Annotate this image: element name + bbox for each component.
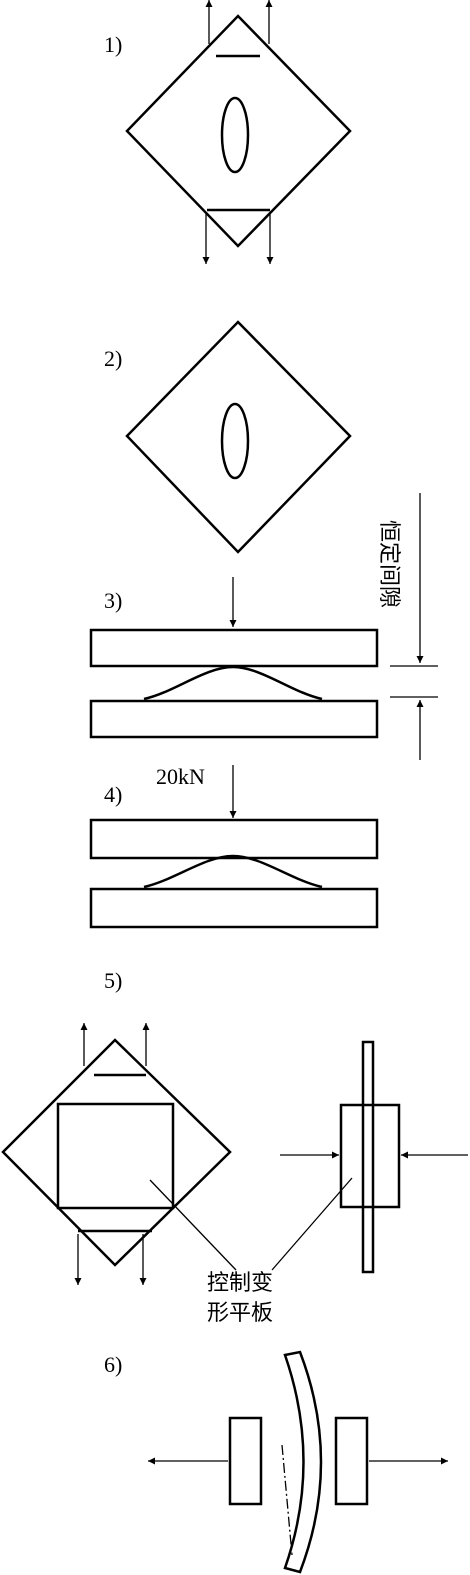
step-5-control-plate: [56, 1102, 175, 1210]
step-5: 5) 控制变 形平板: [1, 968, 468, 1326]
step-6-curved-plate: [283, 1350, 323, 1574]
step-5-leader-line-left: [149, 1179, 237, 1271]
step-6-label: 6): [104, 1352, 122, 1377]
control-plate-label-line-1: 控制变: [207, 1271, 273, 1296]
step-3-label: 3): [104, 588, 122, 613]
step-5-diamond-plate: [1, 1038, 232, 1267]
step-1-label: 1): [104, 32, 122, 57]
control-plate-label-line-2: 形平板: [207, 1301, 273, 1326]
step-2: 2): [104, 320, 352, 554]
step-4-bent-workpiece: [143, 854, 323, 889]
step-3-upper-platen: [89, 628, 379, 668]
step-4-lower-platen: [89, 887, 379, 929]
step-4: 4) 20kN: [89, 764, 379, 929]
step-2-label: 2): [104, 346, 122, 371]
step-6: 6): [104, 1350, 448, 1574]
step-5-side-plate: [361, 1040, 375, 1274]
step-4-upper-platen: [89, 818, 379, 860]
step-4-label: 4): [104, 782, 122, 807]
step-1: 1): [104, 0, 352, 264]
step-6-right-block: [334, 1416, 369, 1506]
step-3-bent-workpiece: [143, 665, 323, 701]
step-6-centerline: [281, 1444, 293, 1556]
step-5-label: 5): [104, 968, 122, 993]
step-2-defect-ellipse: [220, 402, 250, 480]
force-label: 20kN: [156, 764, 205, 789]
step-3-lower-platen: [89, 699, 379, 739]
step-6-left-block: [228, 1416, 263, 1506]
constant-gap-label: 恒定间隙: [376, 520, 401, 608]
step-3: 3) 恒定间隙: [89, 493, 438, 760]
step-1-defect-ellipse: [220, 96, 250, 174]
step-2-diamond-plate: [125, 320, 352, 554]
step-5-leader-line-right: [271, 1177, 353, 1271]
step-1-diamond-plate: [125, 14, 352, 248]
step-5-side-control-plate: [339, 1103, 401, 1209]
